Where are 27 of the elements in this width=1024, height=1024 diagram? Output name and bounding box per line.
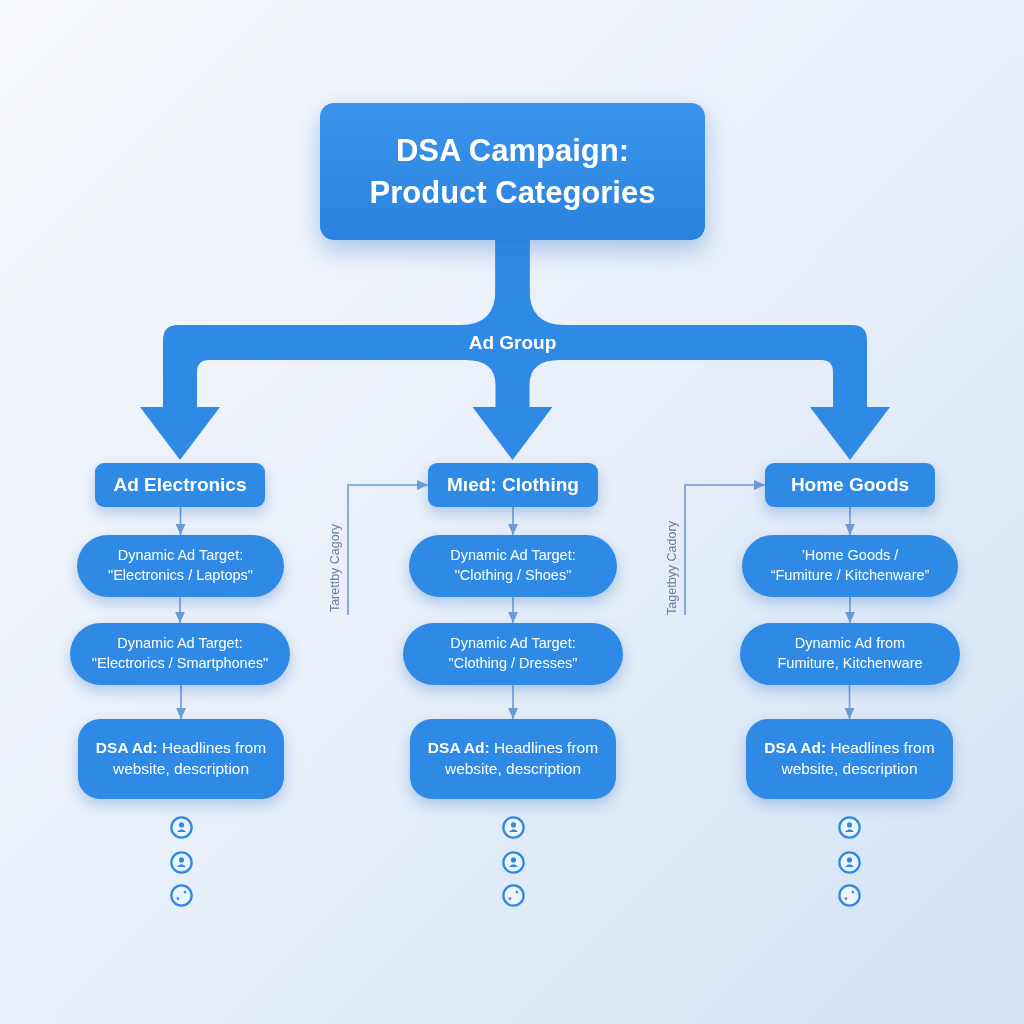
arrow bbox=[845, 596, 855, 624]
thick-arrow bbox=[495, 240, 890, 460]
arrow bbox=[175, 596, 185, 624]
ad-group-box: Ad Electronics bbox=[95, 463, 265, 507]
target-pill: ’Home Goods / “Fumiture / Kitchenware” bbox=[742, 535, 958, 597]
campaign-box: DSA Campaign: Product Categories bbox=[320, 103, 705, 240]
arrow bbox=[175, 506, 186, 536]
arrow bbox=[844, 684, 855, 720]
arrow bbox=[845, 506, 855, 536]
ad-box: DSA Ad: Headlines from website, description bbox=[410, 719, 616, 799]
target-pill: Dynamic Ad Target: "Clothing / Dresses" bbox=[403, 623, 623, 685]
arrow bbox=[508, 506, 518, 536]
ad-group-box: Home Goods bbox=[765, 463, 935, 507]
ad-box: DSA Ad: Headlines from website, description bbox=[746, 719, 953, 799]
arrow bbox=[176, 684, 186, 720]
ad-group-box: Mıed: Clothing bbox=[428, 463, 598, 507]
edge-label: Tagetbyy Cadory bbox=[665, 521, 679, 615]
target-pill: Dynamic Ad from Fumiture, Kitchenware bbox=[740, 623, 960, 685]
arrow bbox=[508, 596, 518, 624]
ad-box: DSA Ad: Headlines from website, description bbox=[78, 719, 284, 799]
target-pill: Dynamic Ad Target: "Electronics / Laptops" bbox=[77, 535, 284, 597]
arrow bbox=[347, 480, 429, 616]
arrow bbox=[508, 684, 518, 720]
target-pill: Dynamic Ad Target: "Clothing / Shoes" bbox=[409, 535, 617, 597]
arrow bbox=[684, 480, 766, 616]
edge-label: Tarettby Cagory bbox=[328, 523, 342, 613]
target-pill: Dynamic Ad Target: "Electrorics / Smartphones" bbox=[70, 623, 290, 685]
